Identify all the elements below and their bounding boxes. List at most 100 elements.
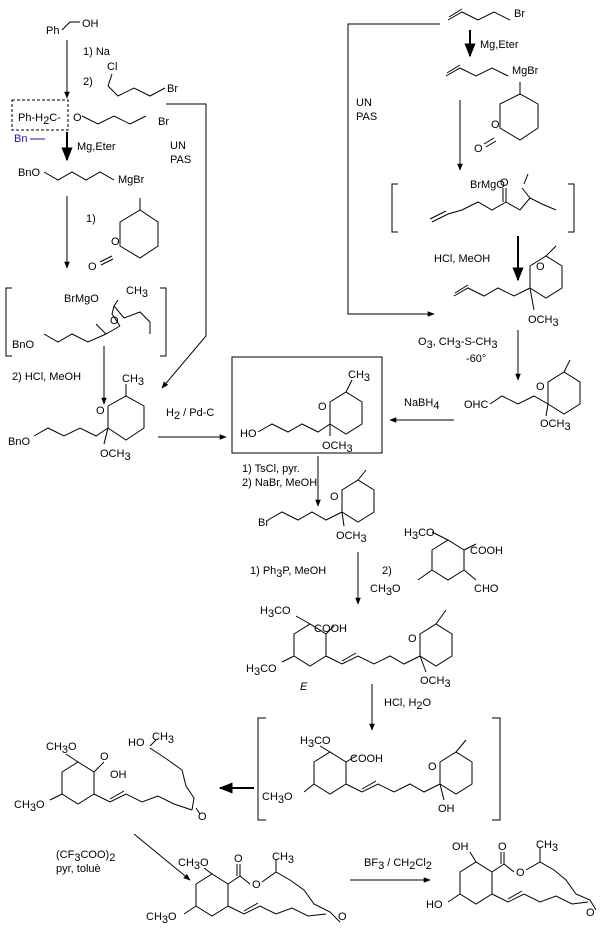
ml-ch3: CH3 <box>272 851 294 866</box>
arrow-diag <box>133 833 191 881</box>
un-pas-bypass-right <box>347 23 440 317</box>
oh-label: OH <box>82 18 99 30</box>
h2-pdc: H2 / Pd-C <box>166 407 214 422</box>
lactone-tr-o: O <box>491 119 500 131</box>
mg-eter-tr: Mg,Eter <box>480 39 519 51</box>
fp-carbonyl-o: O <box>498 841 507 853</box>
un-left: UN <box>170 140 186 152</box>
mgbr-tr: MgBr <box>512 65 539 77</box>
hk-o: O <box>428 761 437 773</box>
boxed-ch3: CH3 <box>348 369 370 384</box>
nabr: 2) NaBr, MeOH <box>242 477 317 489</box>
un-pas-bypass-left <box>161 103 207 389</box>
step2-mid: 2) <box>382 565 392 577</box>
ketal-aldehyde: OHC O OCH3 <box>464 359 581 433</box>
ketal-br-och3: OCH3 <box>336 530 367 545</box>
hydroxy-acid: CH3O O OH HO CH3 O CH3O <box>14 731 207 823</box>
e-label: E <box>300 681 308 693</box>
benzyl-ether: Ph-H2C- O Br Bn <box>11 99 169 145</box>
nabh4: NaBH4 <box>404 397 439 412</box>
fp-ring-o: O <box>516 867 525 879</box>
hcl-meoh-tr: HCl, MeOH <box>434 253 490 265</box>
ketone-o-tr: O <box>500 177 509 189</box>
fp-ch3: CH3 <box>536 839 558 854</box>
ketal-ald-och3: OCH3 <box>540 418 571 433</box>
tscl: 1) TsCl, pyr. <box>242 463 300 475</box>
fp-ketone-o: O <box>586 907 595 919</box>
fp-ho: HO <box>426 899 443 911</box>
br-tr: Br <box>514 8 525 20</box>
bn-label: Bn <box>14 133 27 145</box>
brmgo-1: BrMgO <box>64 293 99 305</box>
ketone-o-1: O <box>110 315 119 327</box>
ketone-alkoxide-tr: BrMgO O <box>391 173 575 233</box>
ether-o: O <box>73 112 82 124</box>
lactone-o-ring: O <box>111 236 120 248</box>
fp-oh: OH <box>452 841 469 853</box>
bno-2: BnO <box>12 339 34 351</box>
boxed-och3: OCH3 <box>322 440 353 455</box>
ether-ph: Ph-H2C- <box>18 112 61 127</box>
mgbr-1: MgBr <box>118 174 145 186</box>
ml-carbonyl-o: O <box>234 853 243 865</box>
ohc: OHC <box>464 399 489 411</box>
lactone-tr: O O <box>474 82 539 155</box>
ph3p: 1) Ph3P, MeOH <box>250 565 326 580</box>
bno-1: BnO <box>18 167 40 179</box>
boxed-o: O <box>318 401 327 413</box>
bromopentene: Br <box>447 8 525 21</box>
boxed-alcohol: HO O CH3 OCH3 <box>231 356 383 455</box>
ald-h3co: H3CO <box>404 527 435 542</box>
dimethyl-lactone: CH3O O O CH3 O CH3O <box>146 851 347 926</box>
minus60: -60° <box>466 353 486 365</box>
hk-cooh: COOH <box>350 753 383 765</box>
highlight-box <box>231 356 383 454</box>
mg-eter-1: Mg,Eter <box>77 141 116 153</box>
ketal-bn-bno: BnO <box>8 436 30 448</box>
final-product: OH O O CH3 O HO <box>426 839 597 919</box>
ketal-alkene-o: O <box>536 261 545 273</box>
br-label-2: Br <box>158 116 169 128</box>
wp-h3co: H3CO <box>260 605 291 620</box>
br-mid: Br <box>258 517 269 529</box>
boxed-ho: HO <box>240 428 257 440</box>
ha-ketone-o: O <box>198 811 207 823</box>
bn-dashed-box <box>11 99 69 131</box>
aldehyde-acid: H3CO COOH CHO CH3O <box>370 527 503 598</box>
step-na: 1) Na <box>83 46 111 58</box>
ald-ch3o: CH3O <box>370 583 401 598</box>
lactone-o-carbonyl: O <box>88 261 97 273</box>
ch3-1: CH3 <box>126 285 148 300</box>
lactone-tr-o2: O <box>474 143 483 155</box>
ketal-alkene: O OCH3 <box>453 245 563 329</box>
tfaa: (CF3COO)2 <box>56 849 115 864</box>
ha-oh: OH <box>110 769 127 781</box>
o3-label: O3, CH3-S-CH3 <box>418 336 498 351</box>
step1b: 1) <box>86 213 96 225</box>
ketal-ald-o: O <box>536 381 545 393</box>
hcl-h2o: HCl, H2O <box>384 697 432 712</box>
ha-o: O <box>100 751 109 763</box>
ketone-alkoxide-1: BrMgO CH3 O BnO <box>5 285 167 357</box>
ketal-bn: O CH3 BnO OCH3 <box>8 373 145 463</box>
ketal-bn-och3: OCH3 <box>100 448 131 463</box>
pyr-toluene: pyr, toluè <box>56 863 101 875</box>
hcl-meoh-1: 2) HCl, MeOH <box>12 371 81 383</box>
bf3: BF3 / CH2Cl2 <box>364 857 432 872</box>
hk-h3co: H3CO <box>300 735 331 750</box>
ald-cho: CHO <box>474 583 499 595</box>
wp-ch3o: H3CO <box>246 663 277 678</box>
ml-ch3o-top: CH3O <box>178 857 209 872</box>
wittig-product: H3CO COOH H3CO O OCH3 E <box>246 605 453 693</box>
grignard-1: BnO MgBr <box>18 167 145 186</box>
brmgo-tr: BrMgO <box>470 179 505 191</box>
pas-right: PAS <box>356 111 377 123</box>
cl-label: Cl <box>107 61 117 73</box>
wp-o: O <box>408 633 417 645</box>
step-2: 2) <box>83 76 93 88</box>
ml-ring-o: O <box>252 879 261 891</box>
hk-oh: OH <box>438 803 455 815</box>
ml-ch3o: CH3O <box>146 911 177 926</box>
bromochlorobutane: Cl Br <box>107 61 178 97</box>
